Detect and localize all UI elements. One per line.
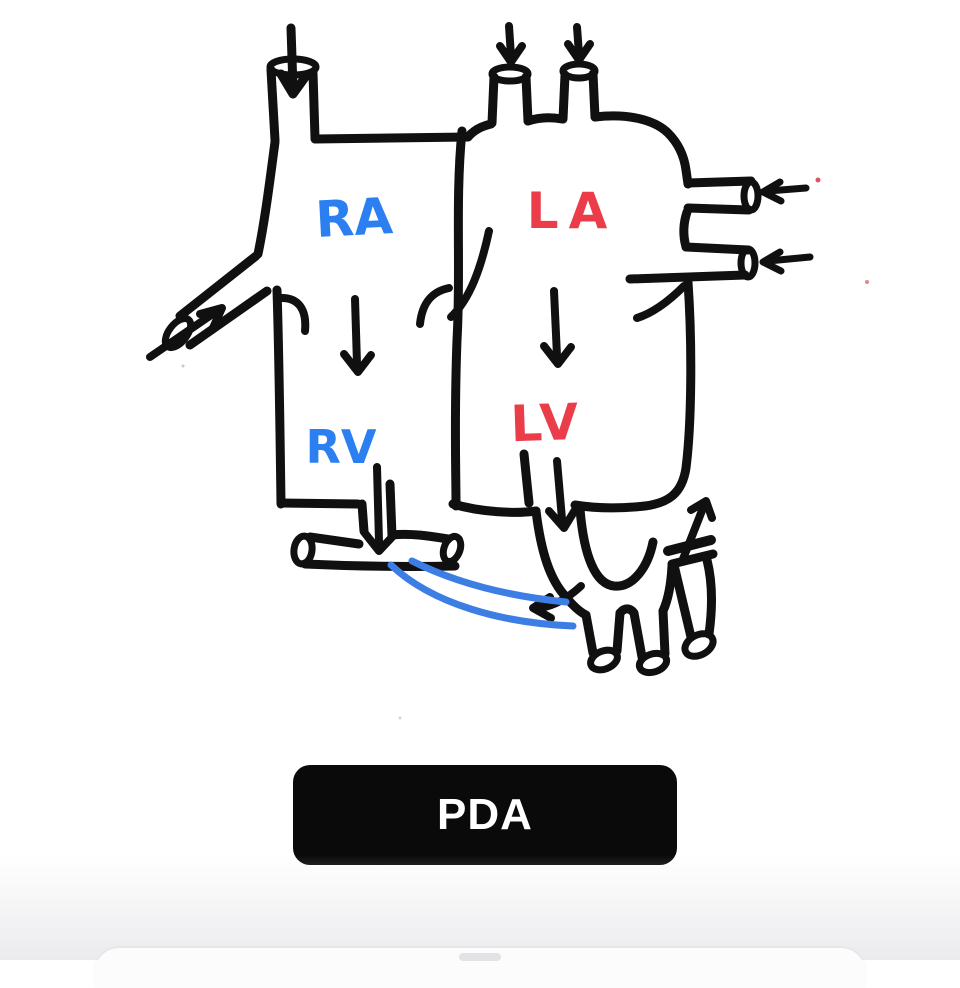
ra-left-wall-upper <box>253 137 280 259</box>
aorta-outflow-arrow <box>679 497 716 563</box>
tricuspid-valve-leaflets <box>276 284 453 335</box>
label-rv: RV <box>305 420 376 474</box>
la-to-lv-arrow <box>540 287 575 368</box>
desc-aorta-rim <box>681 630 717 660</box>
pda-shunt-upper <box>408 557 570 606</box>
pda-answer-button[interactable]: PDA <box>293 765 677 865</box>
svc-inflow-arrow <box>276 23 311 99</box>
label-lv: LV <box>510 393 584 453</box>
pa-right-rim <box>439 532 465 566</box>
pv-right-vessels <box>625 176 762 284</box>
ivc-inflow-arrow <box>146 304 226 361</box>
next-card-edge[interactable] <box>95 948 865 988</box>
rv-bottom-wall <box>276 498 363 509</box>
svc-wall-left <box>266 65 280 145</box>
branch2-rim <box>635 649 671 677</box>
aorta <box>561 504 718 677</box>
heart-sketch: RA LA RV LV <box>146 22 869 720</box>
ink-specks <box>181 177 869 720</box>
label-ra: RA <box>314 187 394 249</box>
pda-shunt-lower <box>387 561 577 630</box>
right-atrium-outline <box>253 132 473 509</box>
flashcard-stage: RA LA RV LV PDA <box>0 22 960 961</box>
pv-right2-rim <box>737 245 759 281</box>
lv-to-aorta-arrow <box>545 457 579 532</box>
interventricular-septum <box>450 126 467 511</box>
ra-top-wall <box>310 132 473 144</box>
mitral-valve-leaflets <box>447 227 688 322</box>
rv-to-pa-arrow <box>360 463 398 555</box>
pv-right-inflow-arrows <box>759 178 814 275</box>
ra-rv-left-wall <box>272 285 286 509</box>
svc-wall-right <box>308 68 320 143</box>
ra-to-rv-arrow <box>340 295 375 376</box>
pda-shunt <box>387 557 577 630</box>
left-atrium-outline <box>463 60 693 189</box>
pv-right1-rim <box>740 178 762 214</box>
label-la: LA <box>527 182 618 240</box>
drag-handle[interactable] <box>459 953 501 961</box>
chamber-labels: RA LA RV LV <box>305 182 618 474</box>
pv-top-inflow-arrows <box>496 22 594 66</box>
lv-right-wall <box>570 277 696 513</box>
lv-outflow <box>448 449 571 602</box>
aortic-arch-inner <box>575 504 658 591</box>
pulmonary-artery <box>276 479 465 571</box>
